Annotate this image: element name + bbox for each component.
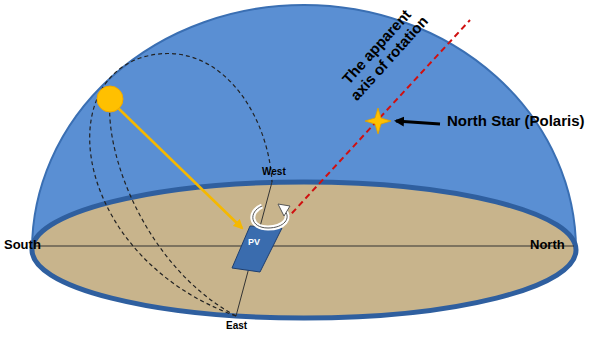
pv-panel <box>232 226 282 272</box>
rotation-arrow-head <box>278 204 290 216</box>
direction-label: South <box>4 238 41 252</box>
sun-ray <box>116 106 242 228</box>
ground-plane <box>32 182 576 318</box>
direction-label: East <box>226 320 247 331</box>
pointer-arrow <box>396 121 440 124</box>
direction-label: West <box>262 166 286 177</box>
south-north-line <box>34 246 574 247</box>
sun-path-inner <box>110 100 236 316</box>
panel-label: PV <box>248 238 260 248</box>
star-label: North Star (Polaris) <box>447 113 585 130</box>
north-star <box>365 108 391 134</box>
sun-path-outer <box>90 53 272 316</box>
sun <box>97 86 123 112</box>
direction-label: North <box>530 238 565 252</box>
